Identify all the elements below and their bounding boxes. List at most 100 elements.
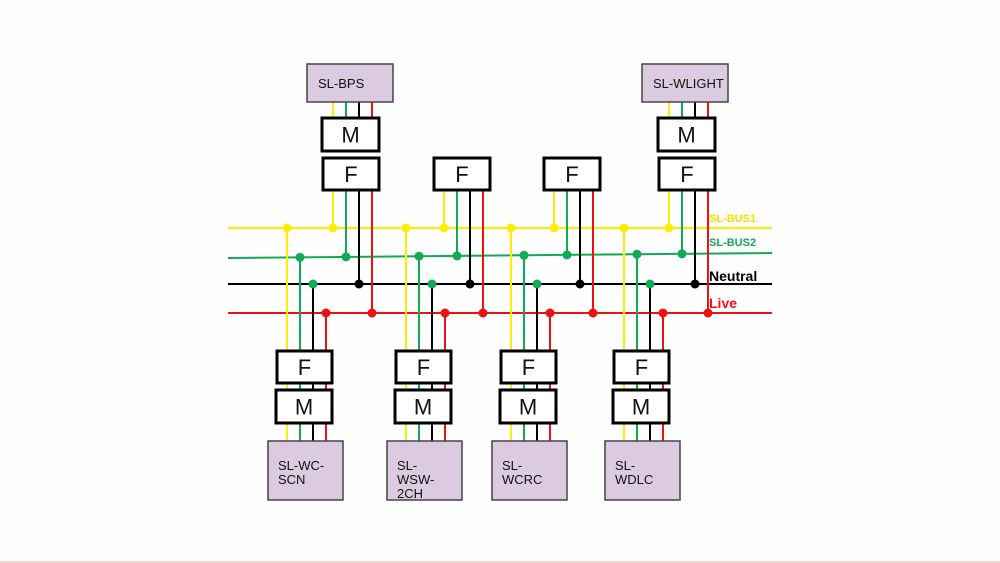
bottom-branch-2-tap-sl-bus2 bbox=[414, 251, 424, 261]
bottom-branch-3-tap-sl-bus1 bbox=[506, 223, 516, 233]
bottom-branch-3-male-connector-frame bbox=[498, 388, 558, 425]
junction-dots bbox=[282, 223, 713, 318]
top-branch-2-tap-live bbox=[478, 308, 488, 318]
top-branch-2-tap-sl-bus1 bbox=[439, 223, 449, 233]
bottom-branch-2-male-connector: M bbox=[393, 388, 453, 425]
top-branch-1-male-connector-letter: M bbox=[341, 123, 359, 148]
top-branch-2-tap-neutral bbox=[465, 279, 475, 289]
bottom-branch-2-tap-sl-bus1 bbox=[401, 223, 411, 233]
bottom-branch-1-tap-neutral bbox=[308, 279, 318, 289]
bottom-branch-4-tap-sl-bus2 bbox=[632, 249, 642, 259]
top-branch-3-tap-live bbox=[588, 308, 598, 318]
bottom-branch-1-tap-live bbox=[321, 308, 331, 318]
top-branch-1-female-connector-letter: F bbox=[344, 162, 357, 187]
bottom-branch-1-male-connector-letter: M bbox=[295, 395, 313, 420]
bottom-branch-1-female-connector: F bbox=[275, 349, 334, 385]
bottom-branch-2-tap-neutral bbox=[427, 279, 437, 289]
bottom-branch-4-tap-neutral bbox=[645, 279, 655, 289]
bus-label-sl-bus2: SL-BUS2 bbox=[709, 237, 756, 249]
bottom-device-4-frame bbox=[604, 440, 681, 501]
bottom-device-3-frame bbox=[491, 440, 568, 501]
top-device-1-frame bbox=[306, 63, 394, 103]
bus-lines bbox=[227, 227, 773, 314]
bottom-branch-4-tap-live bbox=[658, 308, 668, 318]
top-branch-3-tap-sl-bus2 bbox=[562, 250, 572, 260]
bottom-device-4-text: SL- bbox=[615, 458, 635, 473]
top-branch-4-female-connector: F bbox=[657, 156, 717, 192]
bottom-divider bbox=[0, 561, 1000, 563]
bottom-device-3-text: SL- bbox=[502, 458, 522, 473]
bottom-branch-4-female-connector: F bbox=[612, 349, 671, 385]
bottom-branch-1-female-connector-frame bbox=[275, 349, 334, 385]
bottom-device-2-frame bbox=[386, 440, 463, 501]
bottom-device-3-text: WCRC bbox=[502, 472, 542, 487]
top-branch-1-female-connector: F bbox=[321, 156, 381, 192]
bottom-branch-1-tap-sl-bus1 bbox=[282, 223, 292, 233]
bottom-branch-2-tap-live bbox=[440, 308, 450, 318]
top-branch-4-tap-neutral bbox=[690, 279, 700, 289]
top-device-4-frame bbox=[641, 63, 729, 103]
top-branch-3-female-connector: F bbox=[542, 156, 602, 192]
bottom-device-2-text: 2CH bbox=[397, 486, 423, 501]
top-branch-4-female-connector-letter: F bbox=[680, 162, 693, 187]
top-branch-1-tap-live bbox=[367, 308, 377, 318]
top-branch-4-tap-sl-bus1 bbox=[664, 223, 674, 233]
top-branch-3-tap-neutral bbox=[575, 279, 585, 289]
top-branch-1-tap-sl-bus1 bbox=[328, 223, 338, 233]
top-branch-1-female-connector-frame bbox=[321, 156, 381, 192]
bottom-branch-2-female-connector-frame bbox=[394, 349, 453, 385]
bottom-branch-3-male-connector: M bbox=[498, 388, 558, 425]
top-branch-4-male-connector-letter: M bbox=[677, 123, 695, 148]
top-device-4: SL-WLIGHT bbox=[641, 63, 729, 103]
bottom-branch-1-male-connector: M bbox=[274, 388, 334, 425]
top-branch-2-female-connector: F bbox=[432, 156, 492, 192]
top-branch-2-tap-sl-bus2 bbox=[452, 251, 462, 261]
top-branch-4-male-connector-frame bbox=[656, 116, 717, 153]
top-branch-3-female-connector-frame bbox=[542, 156, 602, 192]
bottom-device-1-frame bbox=[267, 440, 344, 501]
bottom-branch-3-tap-neutral bbox=[532, 279, 542, 289]
top-branch-3-tap-sl-bus1 bbox=[549, 223, 559, 233]
bottom-device-3: SL-WCRC bbox=[491, 440, 568, 501]
bottom-device-1-text: SL-WC- bbox=[278, 458, 324, 473]
top-branch-2-female-connector-frame bbox=[432, 156, 492, 192]
bus-label-live: Live bbox=[709, 295, 737, 311]
bottom-branch-2-male-connector-frame bbox=[393, 388, 453, 425]
bottom-branch-1-female-connector-letter: F bbox=[298, 355, 311, 380]
bottom-branch-2-female-connector-letter: F bbox=[417, 355, 430, 380]
bottom-branch-3-female-connector: F bbox=[499, 349, 558, 385]
bottom-device-2: SL-WSW-2CH bbox=[386, 440, 463, 501]
bottom-device-4-text: WDLC bbox=[615, 472, 653, 487]
bottom-branch-4-female-connector-frame bbox=[612, 349, 671, 385]
bus-line-sl-bus2 bbox=[227, 252, 773, 259]
bus-label-sl-bus1: SL-BUS1 bbox=[709, 213, 756, 225]
top-device-1: SL-BPS bbox=[306, 63, 394, 103]
bottom-device-2-text: SL- bbox=[397, 458, 417, 473]
bottom-branch-4-male-connector: M bbox=[611, 388, 671, 425]
top-branch-1-tap-sl-bus2 bbox=[341, 252, 351, 262]
bottom-device-2-text: WSW- bbox=[397, 472, 434, 487]
bus-labels: SL-BUS1 SL-BUS2 Neutral Live bbox=[709, 213, 757, 311]
top-device-4-text: SL-WLIGHT bbox=[653, 76, 724, 91]
top-device-1-text: SL-BPS bbox=[318, 76, 365, 91]
bottom-branch-2-male-connector-letter: M bbox=[414, 395, 432, 420]
top-branch-4-female-connector-frame bbox=[657, 156, 717, 192]
top-branch-2-female-connector-letter: F bbox=[455, 162, 468, 187]
bottom-branch-4-tap-sl-bus1 bbox=[619, 223, 629, 233]
top-branch-1-tap-neutral bbox=[354, 279, 364, 289]
bottom-branch-3-male-connector-letter: M bbox=[519, 395, 537, 420]
bottom-branch-3-female-connector-letter: F bbox=[522, 355, 535, 380]
top-branch-4-tap-live bbox=[703, 308, 713, 318]
top-branch-4-tap-sl-bus2 bbox=[677, 249, 687, 259]
top-branch-1-male-connector: M bbox=[320, 116, 381, 153]
bottom-branch-1-tap-sl-bus2 bbox=[295, 252, 305, 262]
bottom-branch-3-tap-sl-bus2 bbox=[519, 250, 529, 260]
bottom-branch-3-tap-live bbox=[545, 308, 555, 318]
bottom-branch-3-female-connector-frame bbox=[499, 349, 558, 385]
bottom-branch-4-female-connector-letter: F bbox=[635, 355, 648, 380]
top-branch-1-male-connector-frame bbox=[320, 116, 381, 153]
bottom-device-1-text: SCN bbox=[278, 472, 305, 487]
bottom-branch-4-male-connector-frame bbox=[611, 388, 671, 425]
